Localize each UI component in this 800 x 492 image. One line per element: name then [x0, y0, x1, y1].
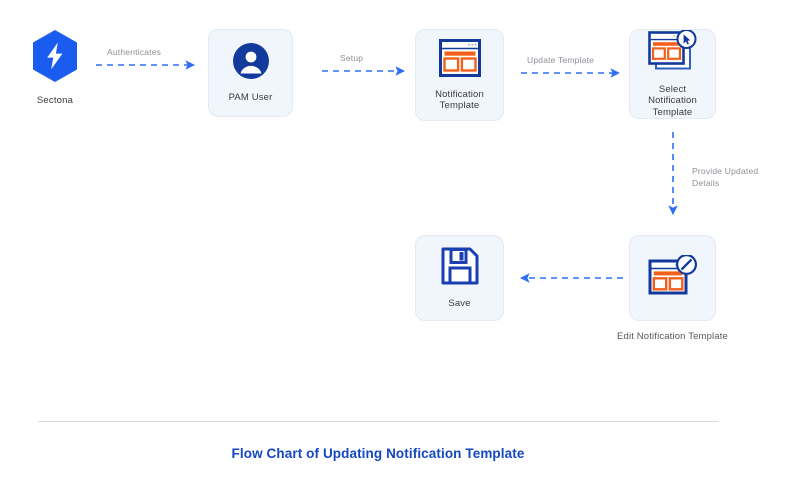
connector-provide-updated-details-arrow [668, 132, 678, 215]
node-edit-notification-template-label: Edit Notification Template [617, 331, 728, 342]
chart-title: Flow Chart of Updating Notification Temp… [231, 446, 525, 461]
template-window-icon [438, 38, 481, 82]
connector-authenticates-label: Authenticates [107, 47, 162, 57]
node-pam-user[interactable]: PAM User [208, 29, 293, 117]
user-circle-icon [232, 42, 270, 85]
node-select-notification-template[interactable]: Select Notification Template [629, 28, 716, 119]
node-pam-user-label: PAM User [228, 92, 273, 104]
node-sectona: Sectona [27, 29, 83, 106]
sectona-hexagon-bolt-icon [31, 29, 79, 88]
node-select-notification-template-label: Select Notification Template [648, 83, 697, 118]
node-save[interactable]: Save [415, 235, 504, 321]
connector-setup-arrow [322, 66, 405, 76]
footer-divider [38, 421, 719, 422]
node-edit-notification-template[interactable] [629, 235, 716, 321]
connector-setup-label: Setup [340, 53, 364, 63]
connector-update-template-label: Update Template [527, 55, 595, 65]
node-save-label: Save [448, 298, 471, 310]
template-window-pencil-icon [648, 253, 698, 302]
node-notification-template-label: Notification Template [435, 88, 484, 112]
node-notification-template[interactable]: Notification Template [415, 29, 504, 121]
connector-provide-updated-details-label: Provide Updated Details [692, 166, 759, 188]
connector-edit-to-save-arrow [520, 273, 623, 283]
template-window-cursor-icon [647, 28, 698, 77]
node-sectona-label: Sectona [36, 95, 74, 106]
floppy-disk-save-icon [440, 246, 480, 291]
connector-update-template-arrow [521, 68, 620, 78]
connector-authenticates-arrow [96, 60, 195, 70]
